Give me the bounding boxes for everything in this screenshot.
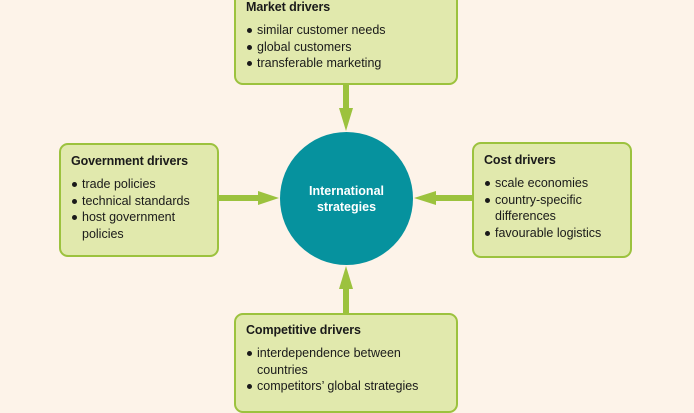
international-strategies-hub: International strategies xyxy=(280,132,413,265)
arrow-cost-to-hub xyxy=(414,191,472,205)
list-item: transferable marketing xyxy=(246,55,446,72)
arrow-market-to-hub xyxy=(339,85,353,131)
government-drivers-title: Government drivers xyxy=(71,154,188,168)
list-item: interdependence between countries xyxy=(246,345,446,378)
competitive-drivers-box: Competitive drivers interdependence betw… xyxy=(234,313,458,413)
government-drivers-box: Government drivers trade policies techni… xyxy=(59,143,219,257)
list-item: technical standards xyxy=(71,193,207,210)
cost-drivers-box: Cost drivers scale economies country-spe… xyxy=(472,142,632,258)
list-item: scale economies xyxy=(484,175,620,192)
list-item: country-specific differences xyxy=(484,192,620,225)
market-drivers-list: similar customer needs global customers … xyxy=(246,22,446,72)
list-item: global customers xyxy=(246,39,446,56)
competitive-drivers-title: Competitive drivers xyxy=(246,323,361,337)
list-item: favourable logistics xyxy=(484,225,620,242)
competitive-drivers-list: interdependence between countries compet… xyxy=(246,345,446,395)
list-item: similar customer needs xyxy=(246,22,446,39)
cost-drivers-title: Cost drivers xyxy=(484,153,556,167)
hub-label: International strategies xyxy=(308,183,384,214)
government-drivers-list: trade policies technical standards host … xyxy=(71,176,207,242)
cost-drivers-list: scale economies country-specific differe… xyxy=(484,175,620,241)
list-item: host government policies xyxy=(71,209,207,242)
arrows-layer xyxy=(219,85,472,313)
list-item: trade policies xyxy=(71,176,207,193)
arrow-government-to-hub xyxy=(219,191,279,205)
market-drivers-box: Market drivers similar customer needs gl… xyxy=(234,0,458,85)
list-item: competitors’ global strategies xyxy=(246,378,446,395)
market-drivers-title: Market drivers xyxy=(246,0,331,14)
arrow-competitive-to-hub xyxy=(339,266,353,313)
